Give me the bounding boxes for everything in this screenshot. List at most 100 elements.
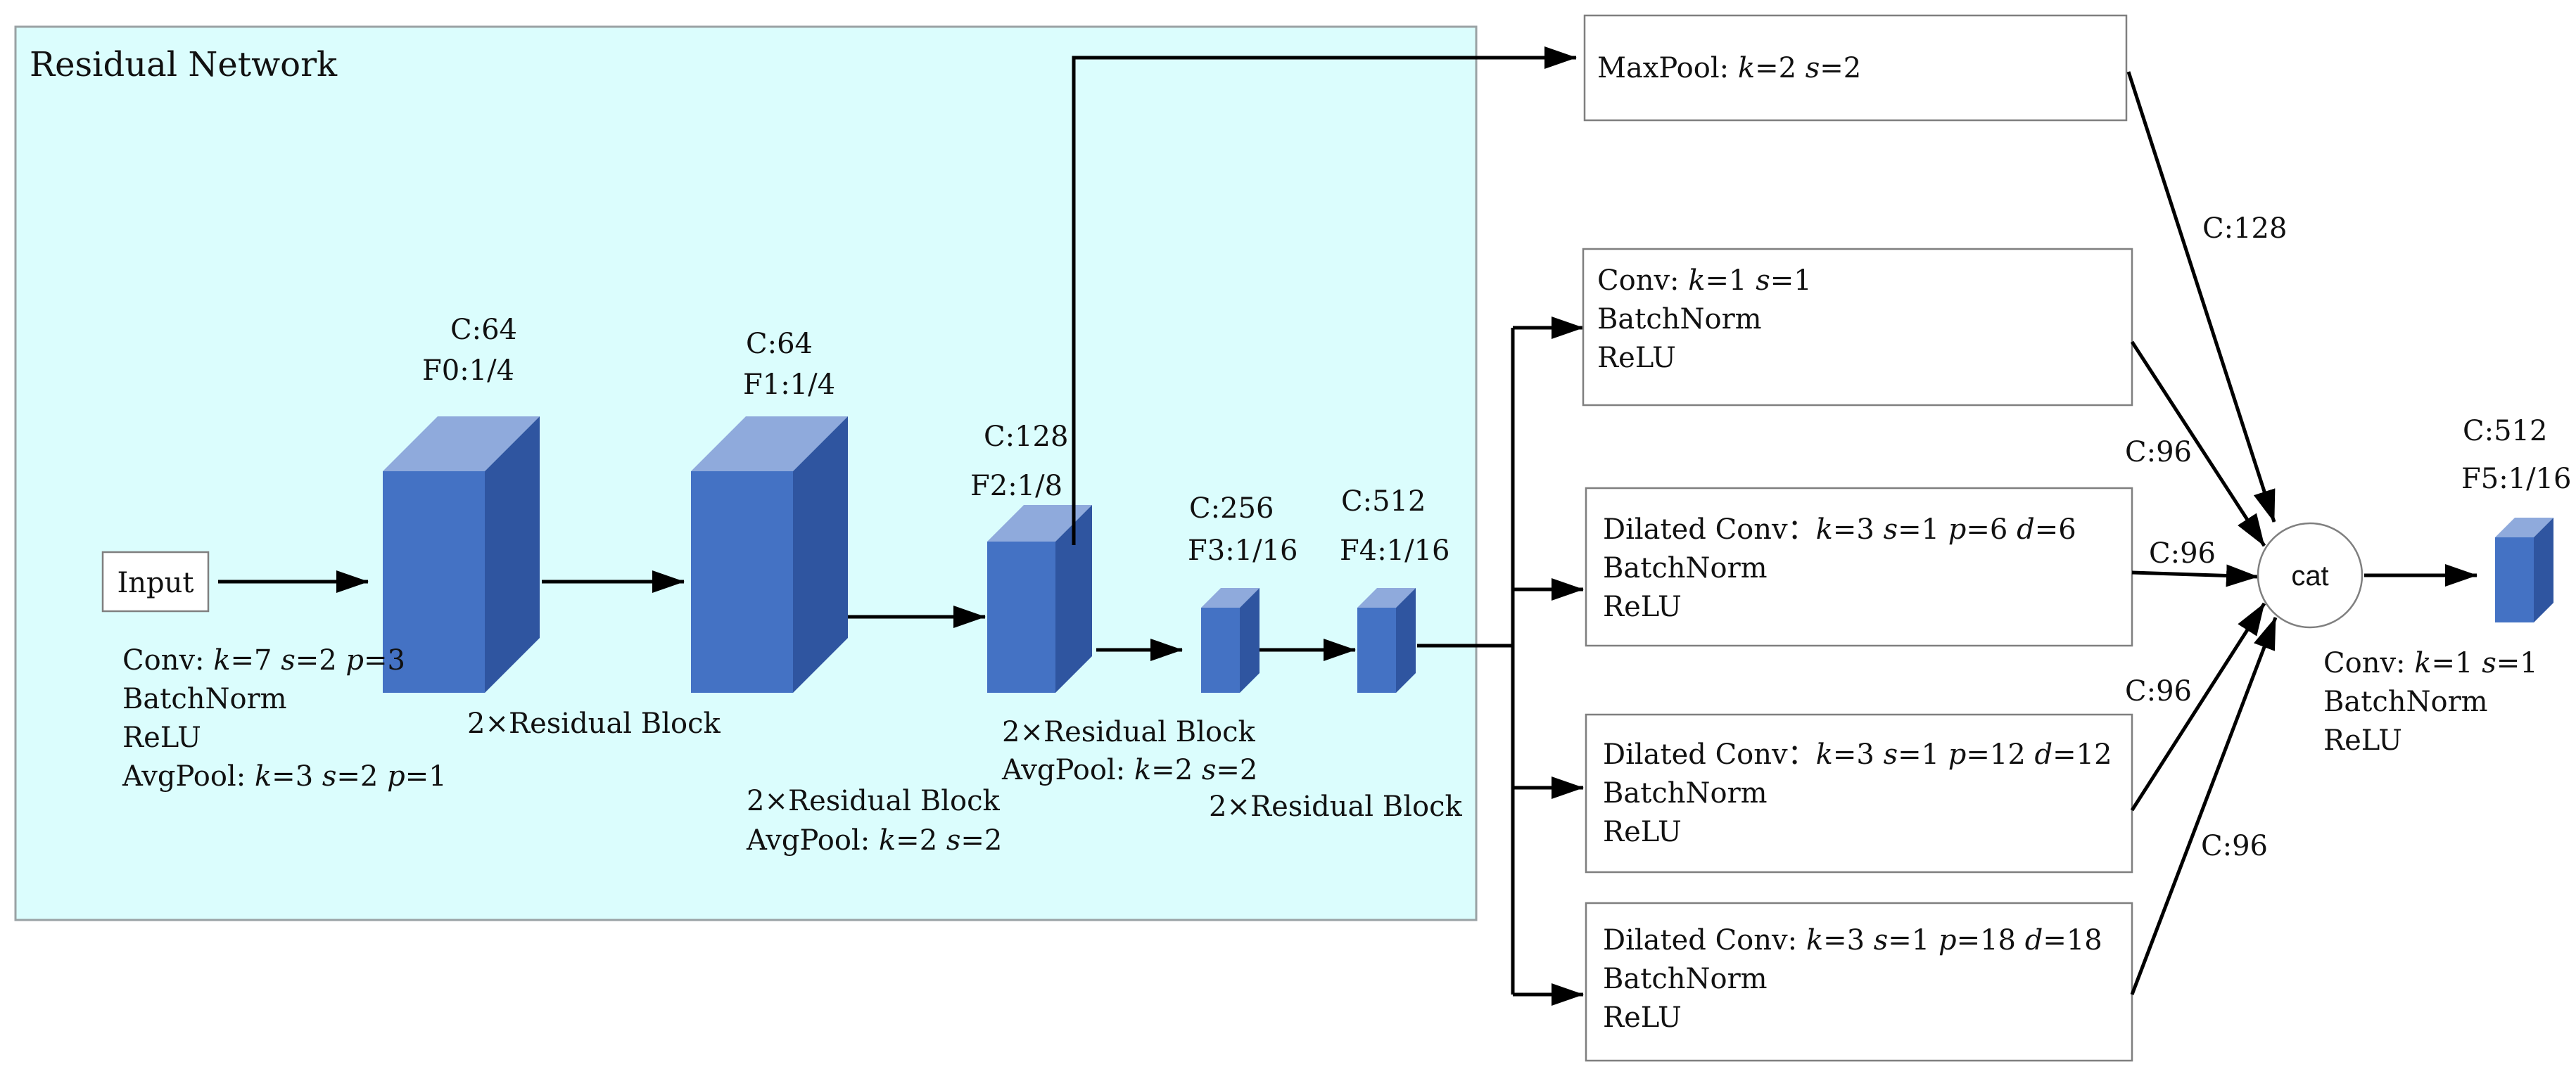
op-text-segment: 2×Residual Block — [1209, 791, 1462, 823]
op-text-segment: k — [1806, 924, 1823, 957]
arrow-maxpool-to-cat — [2126, 71, 2276, 523]
feature-map-f0-cube — [383, 416, 540, 693]
op-text-segment: =2 — [1755, 52, 1806, 84]
f5-channels: C:512 — [2463, 415, 2547, 447]
op-text-segment: s — [946, 824, 961, 857]
op-text-segment: p — [345, 644, 364, 677]
op-text-segment: s — [1202, 754, 1217, 786]
op-text-segment: AvgPool: — [122, 760, 255, 793]
op-text-segment: =3 — [1823, 924, 1874, 957]
op-text-segment: BatchNorm — [122, 683, 287, 715]
cube-top-face — [383, 416, 540, 471]
conv1x1-box — [1582, 248, 2133, 407]
op-text-segment: =1 — [1898, 513, 1948, 546]
op-text-segment: k — [1816, 513, 1833, 546]
cube-side-face — [2534, 518, 2553, 622]
op-text-segment: k — [255, 760, 272, 793]
op-text-segment: 2×Residual Block — [1002, 716, 1255, 748]
op-text-segment: 2×Residual Block — [467, 708, 721, 740]
op-text-segment: BatchNorm — [2323, 686, 2488, 718]
op-text-segment: k — [1738, 52, 1755, 84]
cat-label: cat — [2291, 561, 2328, 592]
f3-channels: C:256 — [1189, 492, 1274, 525]
cube-side-face — [793, 416, 848, 693]
op-text-segment: =1 — [2496, 647, 2538, 679]
op-text-segment: =2 — [336, 760, 387, 793]
f0-name: F0:1/4 — [422, 354, 514, 387]
cube-side-face — [1055, 505, 1092, 693]
f5-name: F5:1/16 — [2461, 463, 2572, 495]
cube-side-face — [485, 416, 540, 693]
cube-side-face — [1240, 588, 1260, 693]
op-text-segment: s — [2482, 647, 2496, 679]
op-text-segment: s — [1806, 52, 1820, 84]
op-text-segment: Conv: — [2323, 647, 2414, 679]
cube-top-face — [691, 416, 848, 471]
op-text-segment: d — [2035, 739, 2053, 771]
op-text-segment: Dilated Conv： — [1603, 513, 1816, 546]
op-text-segment: BatchNorm — [1597, 303, 1762, 335]
op-text-segment: k — [1816, 739, 1833, 771]
op-text-segment: =1 — [1706, 264, 1756, 297]
op-text-segment: Conv: — [1597, 264, 1688, 297]
op-text-segment: k — [1688, 264, 1705, 297]
edge-label-conv1x1: C:96 — [2125, 436, 2192, 468]
dilated6-box — [1585, 487, 2133, 647]
cube-top-face — [987, 505, 1092, 542]
cube-front-face — [383, 471, 485, 693]
cube-front-face — [691, 471, 793, 693]
op-text-segment: =1 — [2432, 647, 2482, 679]
feature-map-f5-cube — [2495, 518, 2553, 622]
op-text-segment: s — [1874, 924, 1889, 957]
op-text-segment: =1 — [405, 760, 447, 793]
f3-name: F3:1/16 — [1188, 535, 1298, 567]
cat-node — [2257, 522, 2364, 629]
op-text-segment: MaxPool: — [1597, 52, 1738, 84]
op-text-segment: ReLU — [1597, 342, 1676, 374]
dilated18-box — [1585, 902, 2133, 1062]
op-text-segment: =2 — [1151, 754, 1202, 786]
op-text-segment: =2 — [896, 824, 946, 857]
op-text-segment: BatchNorm — [1603, 552, 1768, 584]
f4-name: F4:1/16 — [1340, 535, 1450, 567]
op-text-segment: =3 — [272, 760, 322, 793]
op-text-segment: Conv: — [122, 644, 213, 677]
op-text-segment: d — [2025, 924, 2043, 957]
arrow-conv1x1-to-cat — [2130, 340, 2266, 547]
f2-channels: C:128 — [984, 421, 1068, 453]
cube-front-face — [1357, 608, 1396, 693]
op-text-segment: =3 — [1833, 513, 1884, 546]
op-text-segment: s — [1884, 513, 1898, 546]
op-text-segment: =3 — [364, 644, 405, 677]
stage1-ops-label: 2×Residual Block — [467, 708, 721, 740]
op-text-segment: ReLU — [1603, 591, 1682, 623]
op-text-segment: s — [1756, 264, 1770, 297]
op-text-segment: =2 — [960, 824, 1002, 857]
op-text-segment: =12 — [1966, 739, 2034, 771]
op-text-segment: =6 — [2035, 513, 2076, 546]
op-text-segment: d — [2017, 513, 2035, 546]
cube-front-face — [2495, 537, 2534, 622]
op-text-segment: =12 — [2052, 739, 2112, 771]
arrow-dilated12-to-cat — [2130, 602, 2266, 812]
feature-map-f3-cube — [1201, 588, 1260, 693]
op-text-segment: k — [879, 824, 896, 857]
edge-label-dilated18: C:96 — [2201, 830, 2268, 862]
op-text-segment: =18 — [1957, 924, 2025, 957]
op-text-segment: BatchNorm — [1603, 963, 1768, 995]
cube-side-face — [1396, 588, 1416, 693]
op-text-segment: p — [1948, 513, 1967, 546]
op-text-segment: s — [322, 760, 337, 793]
cube-top-face — [2495, 518, 2553, 537]
edge-label-dilated12: C:96 — [2125, 675, 2192, 708]
region-title: Residual Network — [30, 45, 338, 84]
op-text-segment: BatchNorm — [1603, 777, 1768, 810]
op-text-segment: Dilated Conv: — [1603, 924, 1806, 957]
dilated12-box — [1585, 713, 2133, 874]
op-text-segment: k — [213, 644, 230, 677]
